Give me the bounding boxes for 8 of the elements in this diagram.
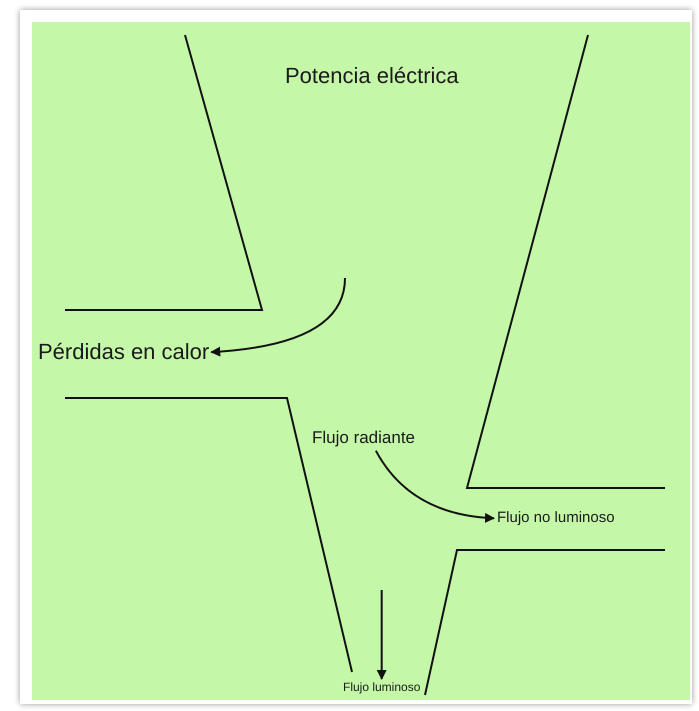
flow-label: Flujo radiante xyxy=(312,429,416,448)
arrow xyxy=(375,450,495,523)
arrow xyxy=(210,278,346,356)
flow-label: Flujo luminoso xyxy=(343,681,420,694)
flow-label: Potencia eléctrica xyxy=(285,64,459,88)
flow-label: Pérdidas en calor xyxy=(38,340,210,364)
arrow xyxy=(376,590,387,680)
flow-label: Flujo no luminoso xyxy=(497,510,615,526)
